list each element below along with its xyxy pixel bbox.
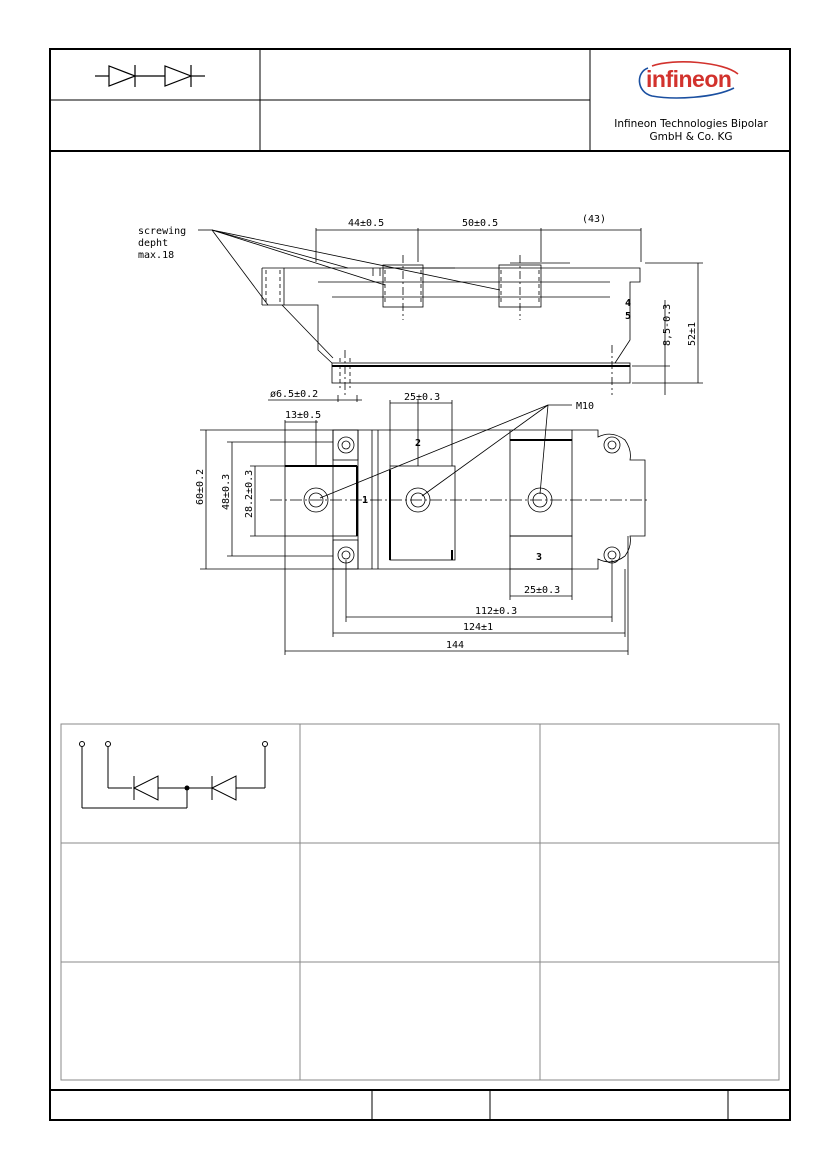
technical-drawing: screwing depht max.18 44±0.5 50±0.5 (43)…	[138, 214, 703, 655]
label-1: 1	[362, 495, 368, 506]
dim-28: 28.2±0.3	[244, 470, 255, 518]
dim-43: (43)	[582, 214, 606, 225]
note-line3: max.18	[138, 250, 174, 261]
dim-25-top: 25±0.3	[404, 392, 440, 403]
dim-25-bot: 25±0.3	[524, 585, 560, 596]
dim-8-5: 8,5-0.3	[662, 304, 673, 346]
company-logo: infineon	[634, 60, 744, 100]
company-name-line2: GmbH & Co. KG	[649, 131, 733, 143]
dim-144: 144	[446, 640, 464, 651]
company-name: Infineon Technologies Bipolar GmbH & Co.…	[598, 118, 784, 144]
side-view-baseplate	[331, 362, 631, 384]
label-2: 2	[415, 438, 421, 449]
company-name-line1: Infineon Technologies Bipolar	[614, 118, 768, 130]
label-4: 4	[625, 298, 631, 309]
dim-48: 48±0.3	[221, 474, 232, 510]
circuit-schematic-icon	[79, 741, 268, 809]
dim-m10: M10	[576, 401, 594, 412]
label-3: 3	[536, 552, 542, 563]
dim-52: 52±1	[687, 322, 698, 346]
note-line1: screwing	[138, 226, 186, 237]
dim-60: 60±0.2	[195, 469, 206, 505]
note-line2: depht	[138, 238, 168, 249]
circuit-table	[60, 723, 780, 1081]
dim-112: 112±0.3	[475, 606, 517, 617]
logo-wordmark: infineon	[646, 66, 732, 92]
label-5: 5	[625, 311, 631, 322]
dim-13: 13±0.5	[285, 410, 321, 421]
dim-50: 50±0.5	[462, 218, 498, 229]
dim-124: 124±1	[463, 622, 493, 633]
header-diode-symbol-icon	[95, 65, 205, 87]
dim-phi: ø6.5±0.2	[270, 389, 318, 400]
dim-44: 44±0.5	[348, 218, 384, 229]
terminal-1-outline	[284, 465, 358, 537]
logo-swoosh-icon	[638, 61, 739, 99]
